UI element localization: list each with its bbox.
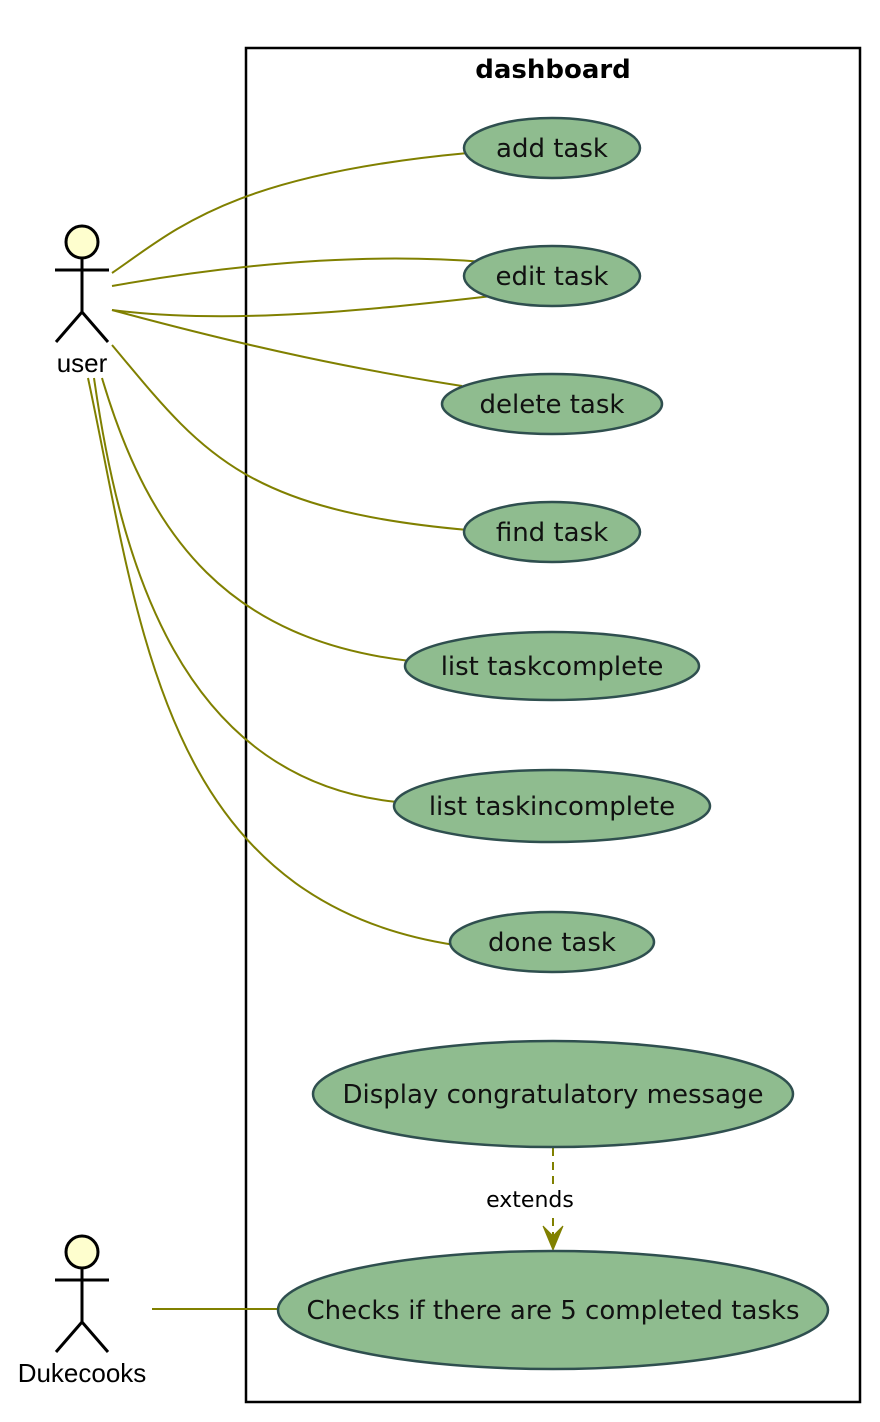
use-case-edit-task[interactable]: edit task	[462, 244, 642, 308]
system-title: dashboard	[475, 55, 631, 85]
use-case-add-task[interactable]: add task	[462, 116, 642, 180]
association-user-list-taskcomplete	[101, 377, 411, 662]
use-case-delete-task[interactable]: delete task	[440, 372, 664, 436]
use-case-label: done task	[488, 928, 616, 958]
use-case-label: delete task	[480, 390, 625, 420]
use-case-label: edit task	[496, 262, 609, 292]
system-boundary	[244, 46, 862, 1404]
association-user-delete-task	[111, 309, 463, 387]
extends-label: extends	[486, 1188, 574, 1213]
use-case-display-congratulatory-message[interactable]: Display congratulatory message	[311, 1039, 795, 1149]
stick-figure-icon	[54, 1234, 110, 1353]
use-case-label: find task	[496, 518, 608, 548]
association-user-done-task	[87, 377, 456, 946]
stick-figure-icon	[54, 224, 110, 343]
use-case-find-task[interactable]: find task	[462, 500, 642, 564]
association-user-add-task	[111, 152, 469, 274]
association-user-edit-task-1	[111, 257, 485, 287]
use-case-label: Display congratulatory message	[342, 1080, 763, 1110]
use-case-label: Checks if there are 5 completed tasks	[306, 1296, 799, 1326]
use-case-label: add task	[496, 134, 608, 164]
use-case-done-task[interactable]: done task	[448, 910, 656, 974]
use-case-label: list taskcomplete	[441, 652, 664, 682]
associations	[87, 152, 493, 1310]
use-case-label: list taskincomplete	[429, 792, 675, 822]
association-user-find-task	[111, 344, 469, 531]
actor-label: user	[57, 348, 108, 378]
actor-user[interactable]: user	[54, 224, 110, 378]
extends-arrowhead	[542, 1225, 564, 1252]
association-user-edit-task-2	[111, 295, 493, 318]
actor-dukecooks[interactable]: Dukecooks	[18, 1234, 147, 1388]
extends-relation: extends	[486, 1148, 574, 1252]
association-user-list-taskincomplete	[93, 377, 398, 803]
use-case-checks-completed-tasks[interactable]: Checks if there are 5 completed tasks	[276, 1249, 830, 1371]
actor-label: Dukecooks	[18, 1358, 147, 1388]
use-case-list-taskincomplete[interactable]: list taskincomplete	[392, 768, 712, 844]
use-case-list-taskcomplete[interactable]: list taskcomplete	[403, 630, 701, 702]
